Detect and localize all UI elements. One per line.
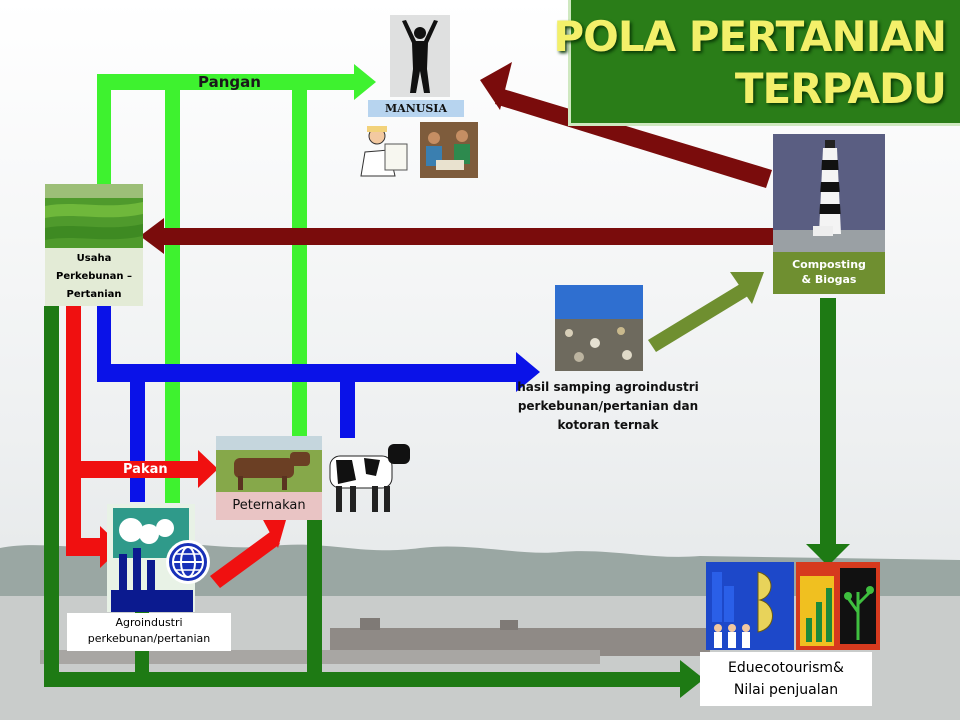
waste-pile-image: [555, 285, 643, 371]
agroindustri-label: Agroindustri perkebunan/pertanian: [67, 613, 231, 651]
human-figure-image: [390, 15, 450, 97]
pakan-label: Pakan: [123, 462, 168, 477]
business-people-image: [706, 562, 794, 650]
dairy-cow-image: [322, 436, 416, 518]
usaha-line-3: Pertanian: [66, 289, 122, 300]
hasil-line-1: hasil samping agroindustri: [517, 380, 699, 394]
usaha-line-2: Perkebunan –: [56, 271, 132, 282]
agro-line-2: perkebunan/pertanian: [87, 632, 211, 645]
growth-chart-image: [796, 562, 880, 650]
rice-field-image: [45, 184, 143, 248]
manusia-label: MANUSIA: [368, 100, 464, 117]
lighthouse-image: [773, 134, 885, 252]
meeting-clipart-image: [420, 122, 478, 178]
usaha-line-1: Usaha: [76, 253, 112, 264]
composting-line-2: & Biogas: [801, 273, 857, 286]
usaha-perkebunan-label: Usaha Perkebunan – Pertanian: [45, 248, 143, 306]
title-line-2: TERPADU: [734, 64, 947, 113]
hasil-samping-label: hasil samping agroindustri perkebunan/pe…: [497, 378, 719, 435]
pangan-flow: [97, 64, 376, 503]
composting-line-1: Composting: [792, 258, 866, 271]
maroon-flow: [140, 62, 774, 254]
people-clipart-image: [355, 122, 413, 178]
hasil-line-3: kotoran ternak: [557, 418, 659, 432]
dark-green-flow: [44, 298, 850, 698]
pangan-label: Pangan: [198, 73, 261, 91]
eduecotourism-label: Eduecotourism& Nilai penjualan: [700, 652, 872, 706]
hasil-line-2: perkebunan/pertanian dan: [517, 399, 699, 413]
agro-line-1: Agroindustri: [115, 616, 183, 629]
peternakan-label: Peternakan: [216, 492, 322, 520]
title-banner: POLA PERTANIAN TERPADU: [553, 0, 960, 126]
globe-icon: [166, 540, 210, 584]
olive-flow: [648, 272, 764, 352]
edu-line-2: Nilai penjualan: [733, 682, 839, 698]
title-line-1: POLA PERTANIAN: [553, 12, 947, 61]
cattle-image: [216, 436, 322, 492]
blue-flow: [97, 306, 540, 502]
composting-biogas-label: Composting & Biogas: [773, 252, 885, 294]
edu-line-1: Eduecotourism&: [728, 660, 844, 676]
